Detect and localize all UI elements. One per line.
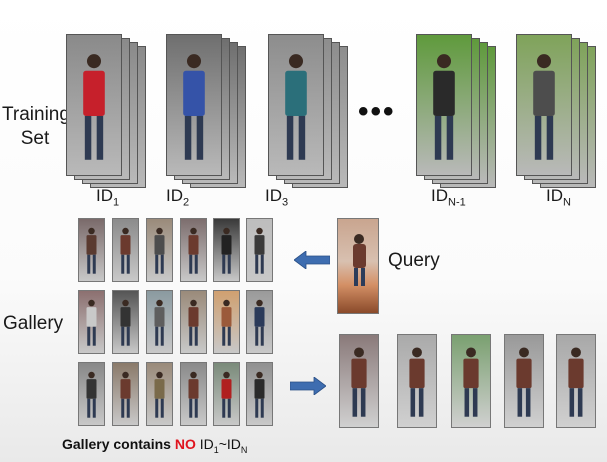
result-person-figure [516, 347, 532, 417]
gallery-to-results-arrow [290, 377, 326, 395]
gallery-person-figure [120, 227, 131, 274]
gallery-person-figure [120, 371, 131, 418]
gallery-person-figure [254, 227, 265, 274]
gallery-person-figure [86, 299, 97, 346]
gallery-person-figure [221, 299, 232, 346]
id-label-sub: 2 [183, 196, 190, 209]
training-label-line1: Training [2, 104, 70, 125]
caption-id-start: ID [199, 436, 214, 452]
id-label-5: IDN [546, 186, 571, 208]
result-image [504, 334, 544, 428]
id-label-2: ID2 [166, 186, 189, 208]
gallery-person-figure [221, 371, 232, 418]
id-label-base: ID [546, 186, 563, 205]
result-person-figure [409, 347, 425, 417]
gallery-image [180, 362, 207, 426]
id-label-base: ID [431, 186, 448, 205]
gallery-image [246, 218, 273, 282]
result-image [451, 334, 491, 428]
gallery-person-figure [221, 227, 232, 274]
gallery-person-figure [254, 299, 265, 346]
gallery-image [146, 290, 173, 354]
training-person-figure [183, 54, 205, 160]
training-set-label: Training Set [2, 103, 70, 151]
id-label-base: ID [166, 186, 183, 205]
gallery-image [112, 290, 139, 354]
query-person-figure [353, 234, 366, 286]
caption-prefix: Gallery contains [62, 436, 175, 452]
caption-sub-start: 1 [213, 444, 219, 455]
id-label-4: IDN-1 [431, 186, 466, 208]
gallery-person-figure [120, 299, 131, 346]
gallery-image [213, 290, 240, 354]
gallery-image [213, 218, 240, 282]
training-label-line2: Set [20, 128, 50, 149]
gallery-person-figure [154, 227, 165, 274]
training-person-figure [83, 54, 105, 160]
gallery-person-figure [86, 371, 97, 418]
gallery-image [146, 362, 173, 426]
result-image [556, 334, 596, 428]
caption-id-range: ID1~IDN [199, 436, 248, 455]
gallery-image [246, 362, 273, 426]
caption-separator: ~ [218, 436, 227, 452]
gallery-person-figure [188, 227, 199, 274]
gallery-person-figure [188, 299, 199, 346]
gallery-image [180, 290, 207, 354]
gallery-image [78, 290, 105, 354]
id-label-3: ID3 [265, 186, 288, 208]
id-label-sub: 3 [282, 196, 289, 209]
caption-no: NO [174, 436, 196, 452]
caption-id-end: ID [226, 436, 241, 452]
gallery-image [213, 362, 240, 426]
gallery-image [146, 218, 173, 282]
gallery-image [180, 218, 207, 282]
training-frame [66, 34, 122, 176]
query-to-gallery-arrow [294, 251, 330, 269]
training-frame [516, 34, 572, 176]
training-frame [166, 34, 222, 176]
id-label-base: ID [265, 186, 282, 205]
gallery-person-figure [188, 371, 199, 418]
ellipsis: ••• [358, 95, 396, 128]
gallery-label: Gallery [3, 313, 64, 334]
result-image [339, 334, 379, 428]
query-label: Query [388, 250, 440, 271]
gallery-caption: Gallery contains NO ID1~IDN [62, 436, 247, 455]
id-label-sub: 1 [113, 196, 120, 209]
result-person-figure [568, 347, 584, 417]
id-label-sub: N [563, 196, 571, 209]
result-person-figure [463, 347, 479, 417]
gallery-image [78, 218, 105, 282]
gallery-person-figure [86, 227, 97, 274]
id-label-base: ID [96, 186, 113, 205]
query-image [337, 218, 379, 314]
result-image [397, 334, 437, 428]
gallery-person-figure [154, 299, 165, 346]
id-label-1: ID1 [96, 186, 119, 208]
gallery-image [78, 362, 105, 426]
gallery-image [112, 218, 139, 282]
gallery-image [246, 290, 273, 354]
training-person-figure [433, 54, 455, 160]
gallery-image [112, 362, 139, 426]
training-frame [416, 34, 472, 176]
result-person-figure [351, 347, 367, 417]
gallery-person-figure [254, 371, 265, 418]
caption-sub-end: N [240, 444, 248, 455]
id-label-sub: N-1 [448, 196, 466, 209]
training-frame [268, 34, 324, 176]
gallery-person-figure [154, 371, 165, 418]
training-person-figure [533, 54, 555, 160]
training-person-figure [285, 54, 307, 160]
